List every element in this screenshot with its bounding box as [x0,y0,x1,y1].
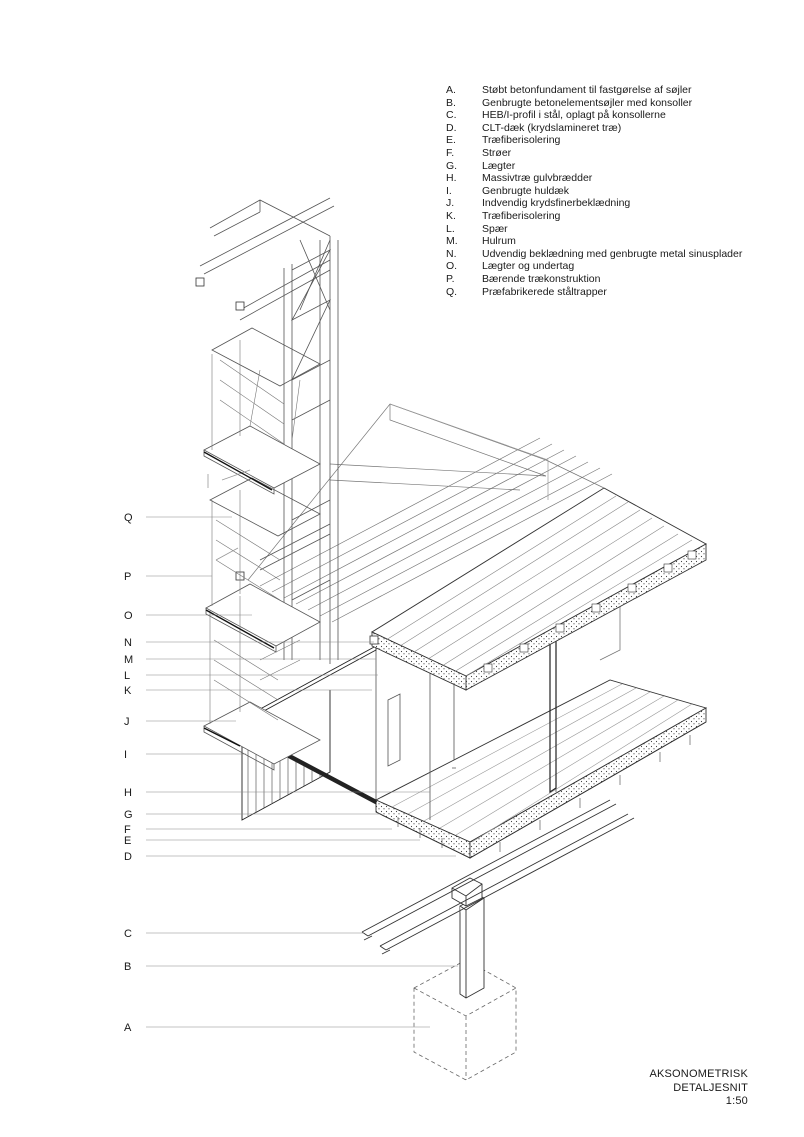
legend-item-a: A. Støbt betonfundament til fastgørelse a… [446,84,786,97]
drawing-scale: 1:50 [725,1095,748,1107]
callout-p: P [124,571,131,583]
legend-key: D. [446,121,457,134]
legend-text: Støbt betonfundament til fastgørelse af … [482,84,692,96]
callout-k: K [124,685,132,697]
legend-item-q: Q. Præfabrikerede ståltrapper [446,286,786,299]
callout-q: Q [124,512,133,524]
legend-text: Præfabrikerede ståltrapper [482,285,607,298]
legend-key: J. [446,197,455,210]
legend-key: C. [446,109,457,122]
callout-b: B [124,961,131,973]
legend-key: I. [446,184,452,197]
legend-key: A. [446,84,456,96]
legend-text: HEB/I-profil i stål, oplagt på konsoller… [482,109,666,122]
legend-text: Lægter og undertag [482,260,575,273]
legend-item-h: H. Massivtræ gulvbrædder [446,172,786,185]
legend-key: N. [446,247,457,260]
legend-key: H. [446,172,457,185]
legend-text: Indvendig krydsfinerbeklædning [482,197,631,210]
legend-text: Lægter [482,159,516,172]
callout-c: C [124,928,132,940]
legend-key: G. [446,159,458,172]
callout-l: L [124,670,130,682]
legend-item-c: C. HEB/I-profil i stål, oplagt på konsoll… [446,109,786,122]
drawing-title-line2: DETALJESNIT [673,1081,748,1094]
legend-key: Q. [446,285,458,298]
legend-item-e: E. Træfiberisolering [446,134,786,147]
legend-key: P. [446,272,455,285]
legend-item-j: J. Indvendig krydsfinerbeklædning [446,197,786,210]
legend-text: Genbrugte betonelementsøjler med konsoll… [482,96,693,109]
legend-item-p: P. Bærende trækonstruktion [446,273,786,286]
legend-text: Genbrugte huldæk [482,184,569,197]
legend-text: Massivtræ gulvbrædder [482,172,593,185]
timber-tower [199,197,339,664]
legend-text: Træfiberisolering [482,209,561,222]
legend-item-o: O. Lægter og undertag [446,260,786,273]
legend-item-i: I. Genbrugte huldæk [446,185,786,198]
legend-text: Træfiberisolering [482,134,561,147]
legend-item-f: F. Strøer [446,147,786,160]
legend-key: E. [446,134,456,147]
legend-item-m: M. Hulrum [446,235,786,248]
legend-item-k: K. Træfiberisolering [446,210,786,223]
legend-text: Hulrum [482,235,516,248]
callout-n: N [124,637,132,649]
legend-item-n: N. Udvendig beklædning med genbrugte meta… [446,248,786,261]
legend-item-d: D. CLT-dæk (krydslamineret træ) [446,122,786,135]
title-block: AKSONOMETRISK DETALJESNIT 1:50 [649,1068,748,1109]
legend-key: L. [446,222,455,235]
legend-key: M. [446,235,458,248]
drawing-title-line1: AKSONOMETRISK [649,1068,748,1080]
concrete-column [451,877,485,999]
legend-text: Spær [482,222,508,235]
legend-key: O. [446,260,458,273]
legend-item-b: B. Genbrugte betonelementsøjler med konso… [446,97,786,110]
roof [371,487,707,691]
callout-labels: Q P O N M L K J I H G F E D C B A [124,512,133,1034]
legend-item-l: L. Spær [446,223,786,236]
callout-e: E [124,835,131,847]
roof-rafters [247,403,613,623]
legend: A. Støbt betonfundament til fastgørelse a… [446,84,786,298]
legend-text: Bærende trækonstruktion [482,272,601,285]
callout-f: F [124,824,131,836]
legend-key: K. [446,209,456,222]
legend-item-g: G. Lægter [446,160,786,173]
callout-m: M [124,654,133,666]
callout-d: D [124,851,132,863]
callout-i: I [124,749,127,761]
floor-slab [374,679,708,859]
leader-lines [146,516,458,1028]
legend-key: B. [446,96,456,109]
legend-text: Strøer [482,146,512,159]
steel-stairs [203,327,321,771]
callout-j: J [124,716,130,728]
callout-a: A [124,1022,132,1034]
legend-text: CLT-dæk (krydslamineret træ) [482,121,622,134]
steel-beams [361,799,635,955]
stair-landing-edges [203,451,275,747]
callout-g: G [124,809,133,821]
callout-h: H [124,787,132,799]
legend-key: F. [446,146,455,159]
callout-o: O [124,610,133,622]
legend-text: Udvendig beklædning med genbrugte metal … [482,247,743,260]
